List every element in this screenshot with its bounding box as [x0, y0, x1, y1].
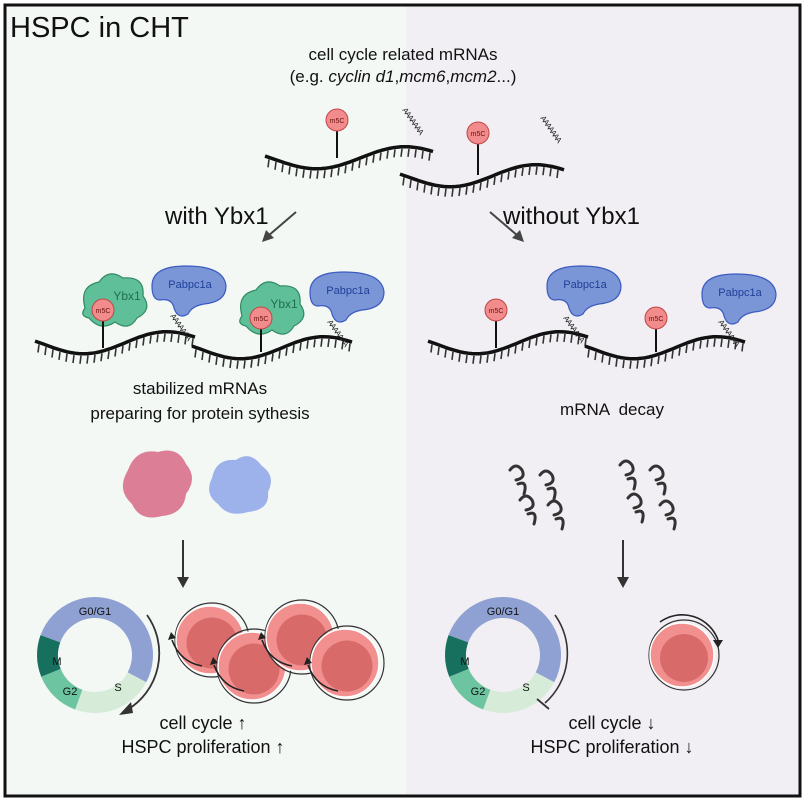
left-outcome-line1: cell cycle ↑	[159, 713, 246, 733]
mrna-strand	[584, 334, 746, 369]
arrow-to-left	[262, 211, 297, 242]
mrna-fragment	[538, 469, 557, 501]
phase-g0g1	[448, 596, 562, 683]
figure-title: HSPC in CHT	[10, 12, 189, 44]
phase-g2	[41, 668, 83, 710]
condition-without-ybx1: without Ybx1	[502, 203, 640, 230]
svg-text:Pabpc1a: Pabpc1a	[718, 287, 762, 299]
protein-pink-icon	[122, 450, 192, 518]
degraded-mrna-fragments	[508, 459, 677, 531]
phase-label: G2	[471, 686, 486, 698]
m5c-modification: m5C	[466, 121, 490, 175]
cell-rotation-arrow-icon	[659, 614, 719, 641]
arrow-to-right	[489, 211, 524, 242]
phase-label: G0/G1	[487, 606, 519, 618]
m5c-modification: m5C	[249, 306, 273, 352]
phase-g0g1	[40, 597, 153, 683]
phase-label: S	[114, 682, 121, 694]
frame	[3, 3, 802, 798]
phase-m	[445, 635, 469, 677]
pabpc1a-protein: Pabpc1a	[151, 265, 227, 317]
svg-text:Pabpc1a: Pabpc1a	[168, 279, 212, 291]
mrna-fragment	[508, 464, 527, 496]
phase-m	[37, 635, 61, 677]
mrna-fragment	[518, 494, 537, 526]
phase-g2	[449, 668, 491, 710]
phase-label: G0/G1	[79, 606, 111, 618]
m5c-label: m5C	[471, 131, 486, 138]
division-arrow-icon	[171, 639, 203, 667]
left-result-line2: preparing for protein sythesis	[90, 404, 309, 423]
header-line1: cell cycle related mRNAs	[309, 45, 498, 64]
phase-label: M	[52, 656, 61, 668]
m5c-label: m5C	[489, 308, 504, 315]
pabpc1a-protein: Pabpc1a	[701, 273, 777, 325]
mrna-fragment	[618, 459, 637, 491]
hspc-cell	[648, 619, 720, 691]
right-result-line1: mRNA decay	[560, 400, 664, 419]
protein-blue-icon	[209, 456, 271, 514]
right-cell-cycle-diagram: G0/G1S G2 M	[445, 596, 569, 713]
phase-label: S	[522, 682, 529, 694]
phase-s	[483, 672, 555, 713]
m5c-modification: m5C	[484, 298, 508, 348]
m5c-label: m5C	[96, 308, 111, 315]
svg-text:Ybx1: Ybx1	[270, 297, 298, 311]
hspc-cell	[309, 625, 385, 701]
pabpc1a-protein: Pabpc1a	[546, 265, 622, 317]
mrna-fragment	[546, 499, 565, 531]
condition-with-ybx1: with Ybx1	[164, 203, 269, 230]
mrna-strand	[264, 144, 434, 179]
pabpc1a-protein: Pabpc1a	[309, 271, 385, 323]
mrna-fragment	[626, 492, 645, 524]
m5c-modification: m5C	[644, 306, 668, 352]
m5c-modification: m5C	[91, 298, 115, 348]
hspc-cell	[216, 628, 292, 704]
m5c-label: m5C	[330, 118, 345, 125]
m5c-modification: m5C	[325, 108, 349, 158]
phase-s	[75, 672, 147, 713]
mrna-strand	[399, 162, 565, 197]
svg-text:Pabpc1a: Pabpc1a	[326, 285, 370, 297]
mrna-strand	[191, 334, 353, 369]
blocked-cycle-arrow-icon	[544, 614, 569, 704]
phase-label: G2	[63, 686, 78, 698]
division-arrow-icon	[213, 664, 245, 692]
svg-text:Pabpc1a: Pabpc1a	[563, 279, 607, 291]
phase-label: M	[460, 656, 469, 668]
division-arrow-icon	[307, 664, 339, 692]
cycle-arrow-icon	[126, 614, 161, 711]
mrna-strand	[34, 329, 196, 364]
mrna-fragment	[648, 464, 667, 496]
division-arrow-icon	[261, 639, 293, 667]
left-cell-cycle-diagram: G0/G1S G2 M	[37, 597, 161, 715]
right-outcome-line1: cell cycle ↓	[568, 713, 655, 733]
left-result-line1: stabilized mRNAs	[133, 379, 267, 398]
left-outcome-line2: HSPC proliferation ↑	[121, 737, 284, 757]
header-line2: (e.g. cyclin d1,mcm6,mcm2...)	[290, 67, 517, 86]
arrow-down-right	[617, 540, 629, 588]
mrna-fragment	[658, 499, 677, 531]
m5c-label: m5C	[649, 316, 664, 323]
right-outcome-line2: HSPC proliferation ↓	[530, 737, 693, 757]
mrna-strand	[427, 329, 589, 364]
arrow-down-left	[177, 540, 189, 588]
m5c-label: m5C	[254, 316, 269, 323]
mrna-strands	[34, 144, 746, 369]
svg-text:Ybx1: Ybx1	[113, 289, 141, 303]
